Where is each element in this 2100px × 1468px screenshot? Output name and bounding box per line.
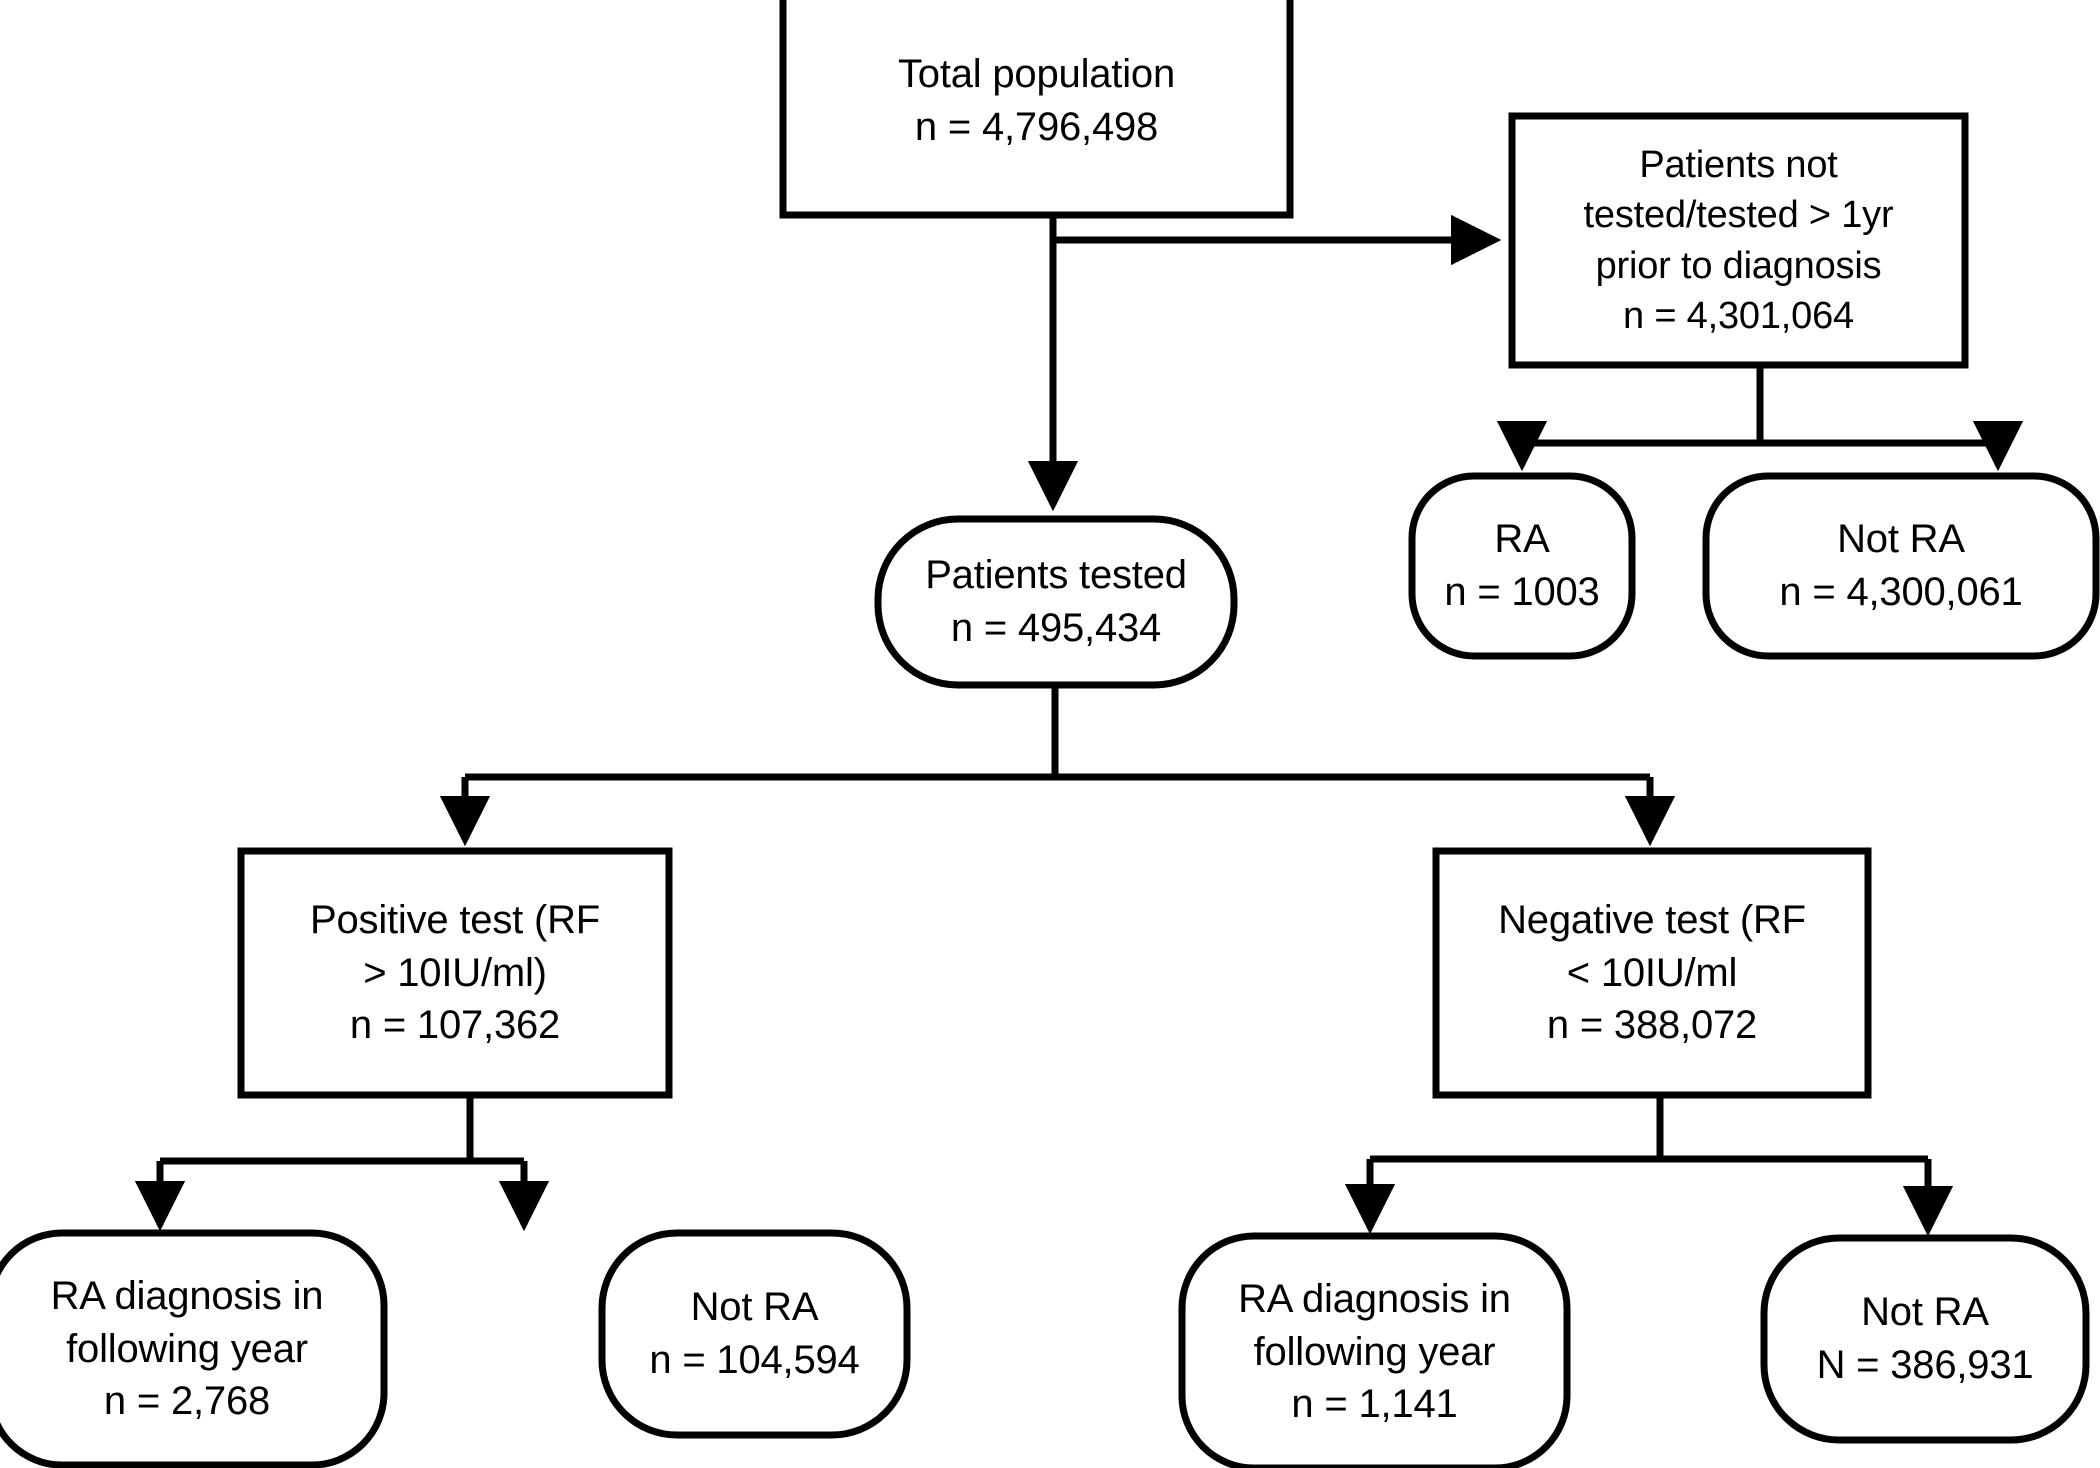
edge-total-to-not-tested [1049,214,1502,266]
node-shape-not-tested-not-ra [1702,472,2100,660]
node-shape-negative-not-ra [1760,1234,2090,1444]
node-shape-not-tested-ra [1408,472,1636,660]
node-shape-positive-not-ra [598,1229,911,1439]
node-shape-total-population [779,0,1294,219]
node-shape-patients-tested [874,515,1238,689]
node-shape-negative-ra [1178,1232,1571,1468]
node-shape-not-tested [1508,112,1969,369]
node-shape-negative-test [1432,847,1872,1099]
node-shape-positive-ra [0,1229,388,1468]
node-shape-positive-test [237,847,673,1099]
